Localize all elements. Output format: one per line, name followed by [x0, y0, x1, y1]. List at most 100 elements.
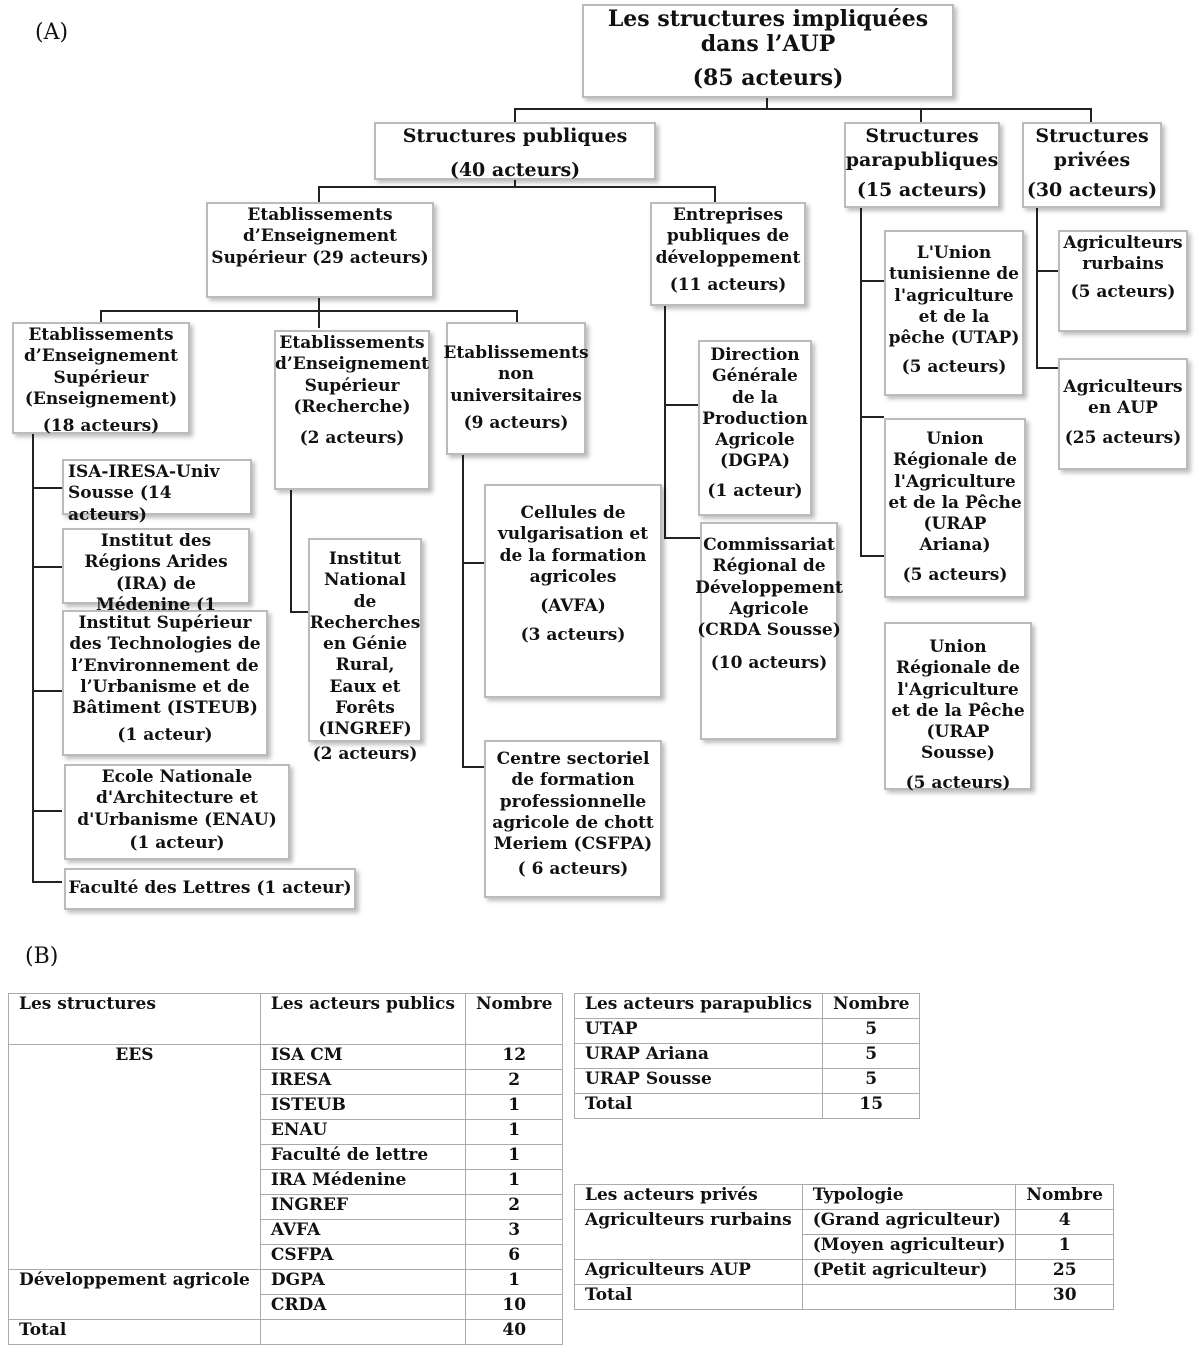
table-cell: [259, 1319, 466, 1345]
node-count: (1 acteur): [707, 480, 803, 501]
node-count: (2 acteurs): [312, 744, 418, 765]
table-cell: Agriculteurs AUP: [574, 1259, 803, 1285]
node-ees-enseignement: Etablissements d’Enseignement Supérieur …: [12, 322, 190, 436]
table-cell: IRESA: [259, 1069, 466, 1095]
node-label: ISA-IRESA-Univ Sousse (14 acteurs): [68, 462, 220, 525]
table-row: Agriculteurs rurbains(Grand agriculteur)…: [574, 1209, 1114, 1235]
table-cell: (Moyen agriculteur): [801, 1234, 1017, 1260]
node-csfpa: Centre sectoriel de formation profession…: [484, 740, 662, 898]
table-cell: DGPA: [259, 1269, 466, 1295]
node-ees: Etablissements d’Enseignement Supérieur …: [206, 202, 434, 298]
node-structures-privees: Structures privées (30 acteurs): [1022, 122, 1162, 208]
table-cell: 1: [1015, 1234, 1114, 1260]
node-count: (5 acteurs): [902, 564, 1008, 585]
node-label: Institut National de Recherches en Génie…: [309, 549, 421, 739]
node-label: Centre sectoriel de formation profession…: [492, 749, 654, 854]
node-label: Etablissements d’Enseignement Supérieur …: [23, 325, 179, 409]
table-header-cell: Les acteurs parapublics: [574, 993, 823, 1019]
table-group-cell: [8, 1169, 261, 1195]
table-cell: 1: [464, 1144, 564, 1170]
table-group-cell: [8, 1144, 261, 1170]
node-label: Institut Supérieur des Technologies de l…: [69, 613, 261, 718]
node-count: (30 acteurs): [1026, 178, 1158, 201]
table-cell: [801, 1284, 1017, 1310]
node-count: (18 acteurs): [42, 416, 160, 436]
table-cell: 2: [464, 1194, 564, 1220]
node-label: Etablissements d’Enseignement Supérieur …: [211, 205, 429, 268]
table-header-cell: Les acteurs publics: [259, 993, 466, 1045]
table-cell: 3: [464, 1219, 564, 1245]
node-urap-ariana: Union Régionale de l'Agriculture et de l…: [884, 418, 1026, 598]
table-header-cell: Les structures: [8, 993, 261, 1045]
table-cell: 5: [821, 1018, 921, 1044]
table-cell: AVFA: [259, 1219, 466, 1245]
table-cell: URAP Sousse: [574, 1068, 823, 1094]
node-root-label: Les structures impliquées dans l’AUP: [607, 6, 929, 58]
node-structures-publiques: Structures publiques (40 acteurs): [374, 122, 656, 181]
table-cell: Faculté de lettre: [259, 1144, 466, 1170]
table-cell: (Grand agriculteur): [801, 1209, 1017, 1235]
table-row: Agriculteurs AUP(Petit agriculteur)25: [574, 1259, 1114, 1285]
node-label: Union Régionale de l'Agriculture et de l…: [888, 429, 1022, 556]
node-count: ( 6 acteurs): [517, 859, 629, 880]
node-count: (40 acteurs): [449, 158, 581, 181]
table-total-label: Total: [574, 1093, 823, 1119]
table-cell: 1: [464, 1119, 564, 1145]
table-total-label: Total: [8, 1319, 261, 1345]
table-total-value: 15: [821, 1093, 921, 1119]
table-group-cell: Développement agricole: [8, 1269, 261, 1295]
table-group-cell: [8, 1219, 261, 1245]
table-group-cell: [8, 1294, 261, 1320]
table-total-value: 30: [1015, 1284, 1114, 1310]
node-label: Etablissements d’Enseignement Supérieur …: [274, 333, 430, 417]
node-ees-recherche: Etablissements d’Enseignement Supérieur …: [274, 330, 430, 490]
node-label: Union Régionale de l'Agriculture et de l…: [891, 637, 1025, 764]
node-root: Les structures impliquées dans l’AUP (85…: [582, 4, 954, 98]
node-structures-parapubliques: Structures parapubliques (15 acteurs): [844, 122, 1000, 208]
panel-a-label: (A): [35, 20, 69, 45]
table-group-cell: [8, 1119, 261, 1145]
node-label: L'Union tunisienne de l'agriculture et d…: [888, 243, 1020, 348]
node-label: Direction Générale de la Production Agri…: [702, 345, 808, 472]
node-enau: Ecole Nationale d'Architecture et d'Urba…: [64, 764, 290, 860]
table-cell: ENAU: [259, 1119, 466, 1145]
table-cell: 2: [464, 1069, 564, 1095]
table-cell: ISTEUB: [259, 1094, 466, 1120]
table-cell: 1: [464, 1169, 564, 1195]
node-non-universitaires: Etablissements non universitaires (9 act…: [443, 322, 589, 455]
node-count: (11 acteurs): [669, 274, 787, 295]
node-isa-iresa: ISA-IRESA-Univ Sousse (14 acteurs): [62, 459, 252, 525]
node-crda: Commissariat Régional de Développement A…: [695, 522, 843, 740]
node-label: Agriculteurs rurbains: [1063, 233, 1183, 275]
table-group-cell: EES: [8, 1044, 261, 1070]
node-ira: Institut des Régions Arides (IRA) de Méd…: [62, 528, 250, 636]
table-header-cell: Nombre: [464, 993, 564, 1045]
table-cell: 6: [464, 1244, 564, 1270]
table-cell: 10: [464, 1294, 564, 1320]
node-label: Commissariat Régional de Développement A…: [695, 535, 843, 640]
node-label: Structures parapubliques: [845, 125, 999, 171]
node-root-count: (85 acteurs): [692, 64, 844, 91]
node-entreprises-publiques: Entreprises publiques de développement (…: [650, 202, 806, 306]
node-count: (25 acteurs): [1064, 427, 1182, 448]
node-code: (AVFA): [540, 596, 606, 616]
table-cell: URAP Ariana: [574, 1043, 823, 1069]
node-faculte-lettres: Faculté des Lettres (1 acteur): [64, 868, 356, 910]
table-cell: 12: [464, 1044, 564, 1070]
table-cell: (Petit agriculteur): [801, 1259, 1017, 1285]
